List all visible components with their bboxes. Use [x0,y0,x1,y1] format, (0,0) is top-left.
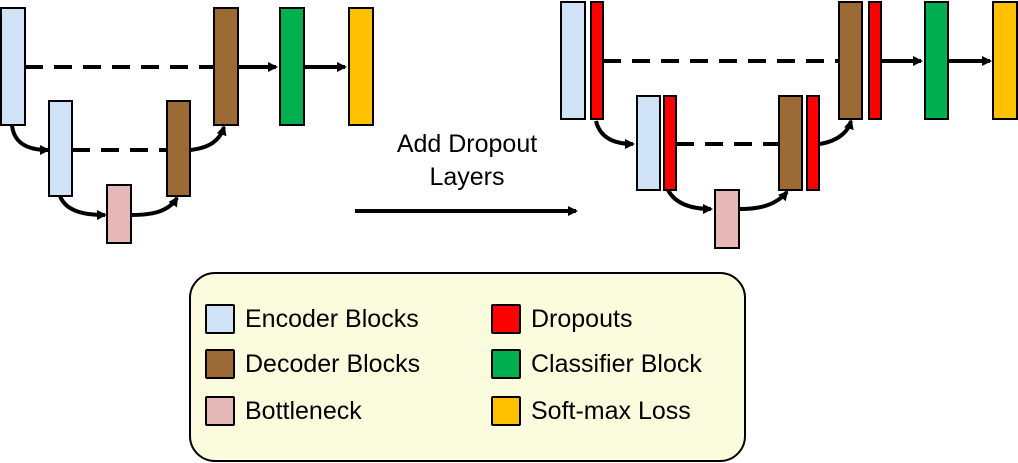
legend-label-dropout: Dropouts [531,304,633,333]
legend-swatch-encoder [205,304,235,334]
classifier-block [924,1,949,120]
legend-swatch-bottleneck [205,396,235,426]
legend-label-bottleneck: Bottleneck [245,396,362,425]
network-without-dropout [0,7,374,244]
legend-swatch-decoder [205,349,235,379]
encoder-block [0,7,26,126]
decoder-block [213,7,239,126]
legend-item-classifier: Classifier Block [491,349,702,379]
legend-swatch-classifier [491,349,521,379]
dropout-layer [590,1,604,120]
transform-label-line2: Layers [429,163,505,191]
legend-item-encoder: Encoder Blocks [205,304,419,334]
legend-label-decoder: Decoder Blocks [245,349,421,378]
arrow-enc2-to-bottleneck [58,195,107,220]
encoder-block [48,100,73,197]
arrow-enc1-to-enc2 [10,124,50,155]
legend-label-encoder: Encoder Blocks [245,304,419,333]
transform-label: Add Dropout Layers [357,128,577,194]
bottleneck-block [714,189,740,249]
legend: Encoder Blocks Decoder Blocks Bottleneck… [189,272,746,462]
dropout-layer [806,95,820,191]
decoder-block [166,100,191,197]
legend-item-dropout: Dropouts [491,304,632,334]
classifier-block [279,7,305,126]
arrow-dec1-to-dec2 [819,119,854,146]
softmax-block [348,7,374,126]
legend-item-softmax: Soft-max Loss [491,396,691,426]
softmax-block [992,1,1018,120]
dropout-layer [868,1,882,120]
legend-item-decoder: Decoder Blocks [205,349,420,379]
legend-label-softmax: Soft-max Loss [531,396,691,425]
network-with-dropout [560,1,1018,249]
arrow-dec1-to-dec2 [189,125,227,152]
encoder-block [636,95,661,191]
legend-label-classifier: Classifier Block [531,349,702,378]
transform-label-line1: Add Dropout [396,130,538,158]
arrow-enc1-to-enc2 [594,120,635,149]
decoder-block [778,95,803,191]
decoder-block [838,1,863,120]
bottleneck-block [106,184,132,244]
legend-swatch-softmax [491,396,521,426]
encoder-block [560,1,586,120]
dropout-layer [663,95,677,191]
legend-item-bottleneck: Bottleneck [205,396,362,426]
arrow-bottleneck-to-dec1 [130,196,179,217]
arrow-bottleneck-to-dec1 [739,190,789,211]
arrow-enc2-to-bottleneck [666,188,713,214]
legend-swatch-dropout [491,304,521,334]
